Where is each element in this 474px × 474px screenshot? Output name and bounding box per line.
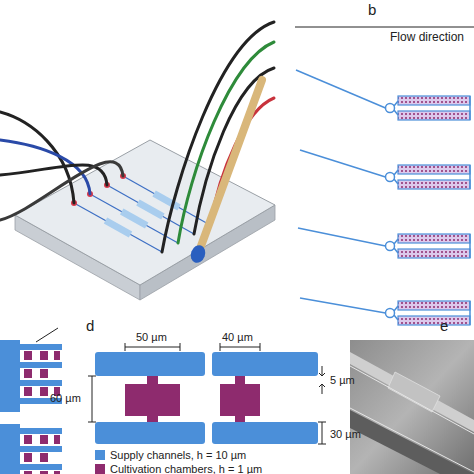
chamber-detail-part	[0, 424, 62, 474]
dimension-label: 50 µm	[136, 331, 167, 343]
sem-image-part	[350, 410, 474, 474]
chamber-geometry-part	[95, 422, 205, 444]
chamber-geometry-part	[235, 376, 245, 384]
flow-layout-part	[298, 228, 386, 246]
flow-layout-part	[386, 301, 471, 325]
chamber-geometry	[95, 352, 318, 444]
dimension-lines-part	[125, 343, 180, 351]
chamber-geometry-part	[212, 352, 318, 376]
matchstick-part	[201, 80, 262, 246]
chip-illustration-part	[74, 203, 162, 252]
matchstick-part	[188, 243, 207, 265]
tubing-part	[162, 22, 274, 252]
legend-text: Cultivation chambers, h = 1 µm	[110, 463, 262, 474]
tubing-part	[0, 140, 90, 194]
flow-layout-part	[295, 27, 474, 28]
panel-letter: d	[86, 318, 94, 335]
sem-image-part	[350, 408, 474, 472]
chamber-geometry-part	[212, 422, 318, 444]
legend-swatch	[95, 450, 105, 460]
dimension-lines-part	[318, 422, 326, 444]
legend-text: Supply channels, h = 10 µm	[110, 449, 246, 461]
sem-image-part	[350, 366, 474, 434]
dimension-label: 40 µm	[222, 331, 253, 343]
dimension-label: 5 µm	[330, 374, 355, 386]
flow-layout-part	[296, 70, 386, 108]
tubing-part	[0, 162, 123, 220]
dimension-lines	[88, 343, 326, 444]
flow-layout-part	[386, 96, 471, 120]
chamber-geometry-part	[147, 416, 158, 422]
chip-illustration-part	[106, 221, 131, 235]
chamber-detail-part	[36, 328, 58, 342]
chamber-geometry-part	[220, 384, 260, 416]
axis-caption: Flow direction	[390, 31, 464, 44]
legend-swatch	[95, 464, 105, 474]
flow-layout	[295, 27, 474, 325]
dimension-label: 60 µm	[50, 392, 81, 404]
dimension-label: 30 µm	[330, 428, 361, 440]
chamber-geometry-part	[125, 384, 180, 416]
chip-illustration-part	[138, 203, 163, 217]
tubing-part	[178, 42, 274, 243]
tubing	[0, 22, 274, 252]
dimension-lines-part	[319, 366, 325, 394]
chip-illustration-part	[122, 212, 147, 226]
flow-layout-part	[386, 234, 471, 258]
dimension-lines-part	[220, 343, 260, 351]
panel-letter: e	[440, 318, 448, 335]
chip-illustration	[15, 140, 275, 300]
flow-layout-part	[386, 165, 471, 189]
sem-image-part	[350, 340, 474, 474]
flow-layout-part	[300, 150, 386, 177]
matchstick	[188, 80, 262, 265]
sem-image-part	[388, 372, 440, 412]
chamber-geometry-part	[235, 416, 245, 422]
dimension-lines-part	[88, 376, 96, 422]
chamber-geometry-part	[95, 352, 205, 376]
flow-layout-part	[300, 298, 386, 313]
sem-image	[350, 340, 474, 474]
panel-letter: b	[368, 2, 376, 19]
chamber-geometry-part	[147, 376, 158, 384]
